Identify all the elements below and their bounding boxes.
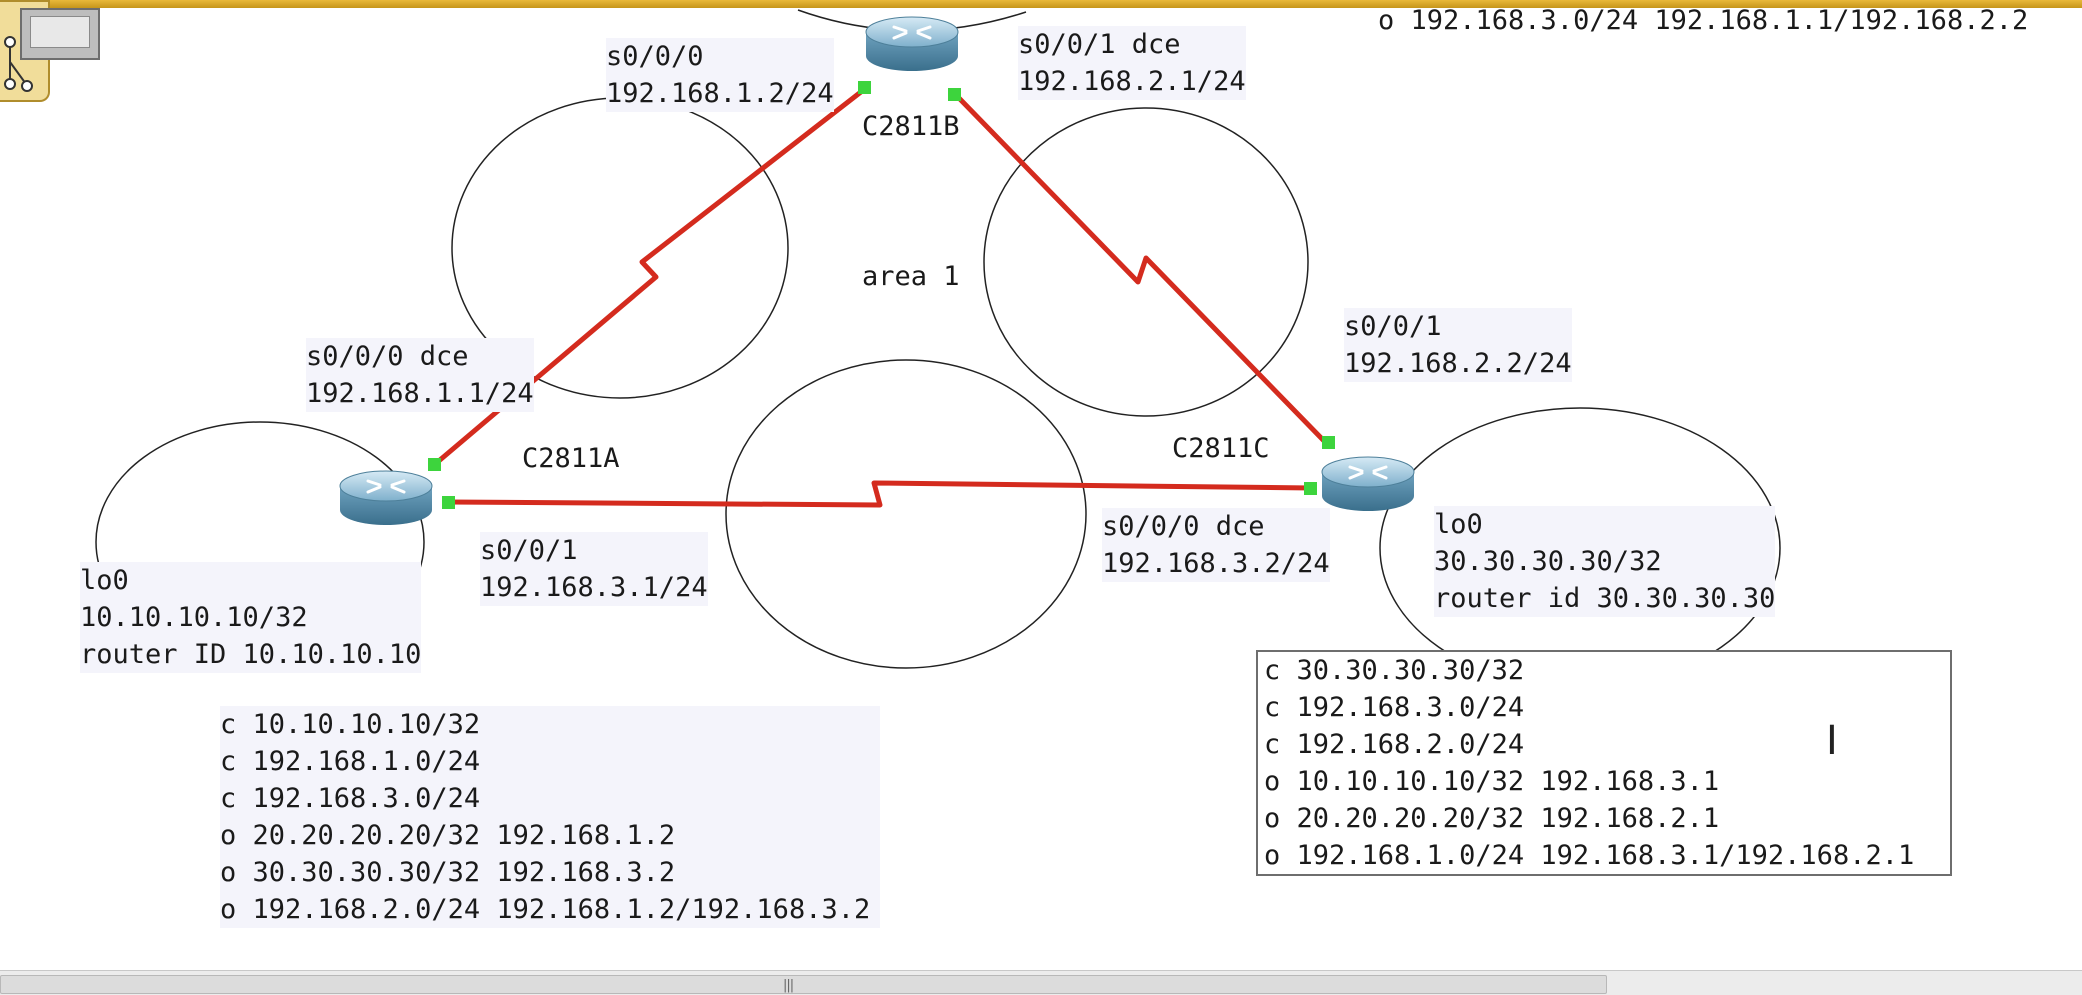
loopback-ip: 30.30.30.30/32: [1434, 546, 1662, 577]
segment-circle-3: [725, 359, 1087, 669]
route-entry: o 192.168.1.0/24 192.168.3.1/192.168.2.1: [1264, 840, 1915, 871]
routing-table-c[interactable]: c 30.30.30.30/32 c 192.168.3.0/24 c 192.…: [1256, 650, 1952, 876]
interface-ip: 192.168.1.2/24: [606, 78, 834, 109]
interface-label-c-s001: s0/0/1 192.168.2.2/24: [1344, 308, 1572, 382]
router-name-c2811c: C2811C: [1172, 433, 1270, 464]
route-entry: c 10.10.10.10/32: [220, 709, 481, 740]
port-dot-a-s001: [442, 496, 455, 509]
topology-glyph: [4, 36, 33, 92]
serial-link-a-c[interactable]: [446, 480, 1313, 508]
interface-label-c-s000: s0/0/0 dce 192.168.3.2/24: [1102, 508, 1330, 582]
interface-name: s0/0/0 dce: [1102, 511, 1265, 542]
loopback-label-c: lo0 30.30.30.30/32 router id 30.30.30.30: [1434, 506, 1776, 617]
router-name-c2811a: C2811A: [522, 443, 620, 474]
port-dot-c-s001: [1322, 436, 1335, 449]
router-icon[interactable]: [339, 470, 433, 525]
route-entry: c 192.168.3.0/24: [220, 783, 481, 814]
window-top-bar: [0, 0, 2082, 8]
ospf-area-label: area 1: [862, 261, 960, 292]
route-entry: c 192.168.3.0/24: [1264, 692, 1525, 723]
port-dot-c-s000: [1304, 482, 1317, 495]
routing-table-b-partial: o 192.168.3.0/24 192.168.1.1/192.168.2.2: [1378, 5, 2029, 36]
interface-name: s0/0/1: [1344, 311, 1442, 342]
route-entry: c 192.168.1.0/24: [220, 746, 481, 777]
scrollbar-grip-icon: |||: [783, 978, 794, 993]
interface-label-a-s000: s0/0/0 dce 192.168.1.1/24: [306, 338, 534, 412]
interface-ip: 192.168.2.1/24: [1018, 66, 1246, 97]
route-entry: o 20.20.20.20/32 192.168.2.1: [1264, 803, 1720, 834]
serial-link-b-c[interactable]: [954, 93, 1330, 447]
loopback-label-a: lo0 10.10.10.10/32 router ID 10.10.10.10: [80, 562, 422, 673]
interface-label-b-s000: s0/0/0 192.168.1.2/24: [606, 38, 834, 112]
pc-monitor-icon[interactable]: [20, 8, 100, 60]
router-id: router id 30.30.30.30: [1434, 583, 1776, 614]
route-entry: c 30.30.30.30/32: [1264, 655, 1525, 686]
loopback-name: lo0: [80, 565, 129, 596]
interface-name: s0/0/1 dce: [1018, 29, 1181, 60]
router-name-c2811b: C2811B: [862, 111, 960, 142]
routing-table-a: c 10.10.10.10/32 c 192.168.1.0/24 c 192.…: [220, 706, 880, 928]
pc-monitor-screen: [30, 16, 90, 48]
interface-ip: 192.168.1.1/24: [306, 378, 534, 409]
loopback-name: lo0: [1434, 509, 1483, 540]
interface-label-a-s001: s0/0/1 192.168.3.1/24: [480, 532, 708, 606]
port-dot-a-s000: [428, 458, 441, 471]
interface-name: s0/0/0 dce: [306, 341, 469, 372]
port-dot-b-s001: [948, 88, 961, 101]
router-icon[interactable]: [865, 16, 959, 71]
loopback-ip: 10.10.10.10/32: [80, 602, 308, 633]
port-dot-b-s000: [858, 81, 871, 94]
route-entry: o 10.10.10.10/32 192.168.3.1: [1264, 766, 1720, 797]
interface-ip: 192.168.3.2/24: [1102, 548, 1330, 579]
segment-circle-2: [983, 107, 1309, 417]
route-entry: o 20.20.20.20/32 192.168.1.2: [220, 820, 676, 851]
interface-label-b-s001: s0/0/1 dce 192.168.2.1/24: [1018, 26, 1246, 100]
scrollbar-thumb[interactable]: [0, 975, 1607, 994]
interface-ip: 192.168.3.1/24: [480, 572, 708, 603]
interface-name: s0/0/0: [606, 41, 704, 72]
router-icon[interactable]: [1321, 456, 1415, 511]
route-entry: o 30.30.30.30/32 192.168.3.2: [220, 857, 676, 888]
route-entry: o 192.168.2.0/24 192.168.1.2/192.168.3.2: [220, 894, 871, 925]
serial-link-a-b[interactable]: [432, 86, 868, 467]
interface-ip: 192.168.2.2/24: [1344, 348, 1572, 379]
route-entry: c 192.168.2.0/24: [1264, 729, 1525, 760]
interface-name: s0/0/1: [480, 535, 578, 566]
text-cursor-icon: I: [1826, 718, 1838, 764]
router-id: router ID 10.10.10.10: [80, 639, 422, 670]
